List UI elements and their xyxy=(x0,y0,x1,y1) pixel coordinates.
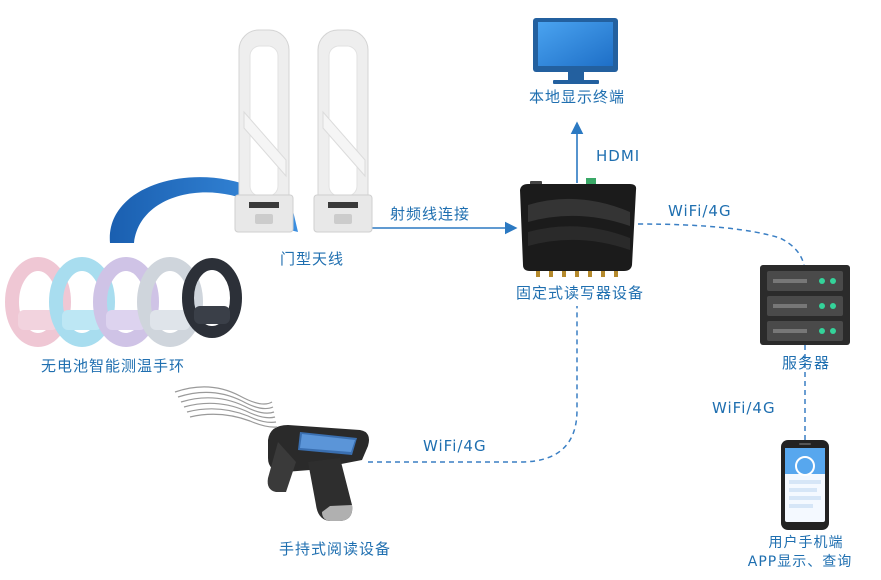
security-gate-icon xyxy=(234,29,373,233)
wristband-icon xyxy=(5,257,242,347)
wireless-wave-icon xyxy=(174,386,278,428)
server-label: 服务器 xyxy=(781,354,831,372)
rf-cable-label: 射频线连接 xyxy=(390,205,471,223)
wristband-silver xyxy=(137,257,203,347)
wristband-black xyxy=(182,258,242,338)
fixed-reader-label: 固定式读写器设备 xyxy=(515,284,645,302)
phone-label-line2: APP显示、查询 xyxy=(747,554,853,570)
server-rack-icon xyxy=(760,265,850,345)
wristband-blue xyxy=(49,257,115,347)
reader-server-link-label: WiFi/4G xyxy=(668,202,732,220)
phone-label-line1: 用户手机端 xyxy=(768,535,844,551)
wristband-lavender xyxy=(93,257,159,347)
handheld-scanner-icon xyxy=(267,425,369,521)
connection-reader-server xyxy=(637,223,805,266)
hdmi-label: HDMI xyxy=(596,147,641,165)
local-display-label: 本地显示终端 xyxy=(528,88,626,106)
wristband-pink xyxy=(5,257,71,347)
server-phone-link-label: WiFi/4G xyxy=(712,399,776,417)
handheld-link-label: WiFi/4G xyxy=(423,437,487,455)
gate-antenna-label: 门型天线 xyxy=(279,250,345,268)
connection-handheld-reader xyxy=(368,306,578,463)
monitor-icon xyxy=(533,18,618,84)
fixed-reader-icon xyxy=(520,178,637,277)
handheld-label: 手持式阅读设备 xyxy=(278,540,392,558)
smartphone-icon xyxy=(781,440,829,530)
bands-label: 无电池智能测温手环 xyxy=(40,357,186,375)
